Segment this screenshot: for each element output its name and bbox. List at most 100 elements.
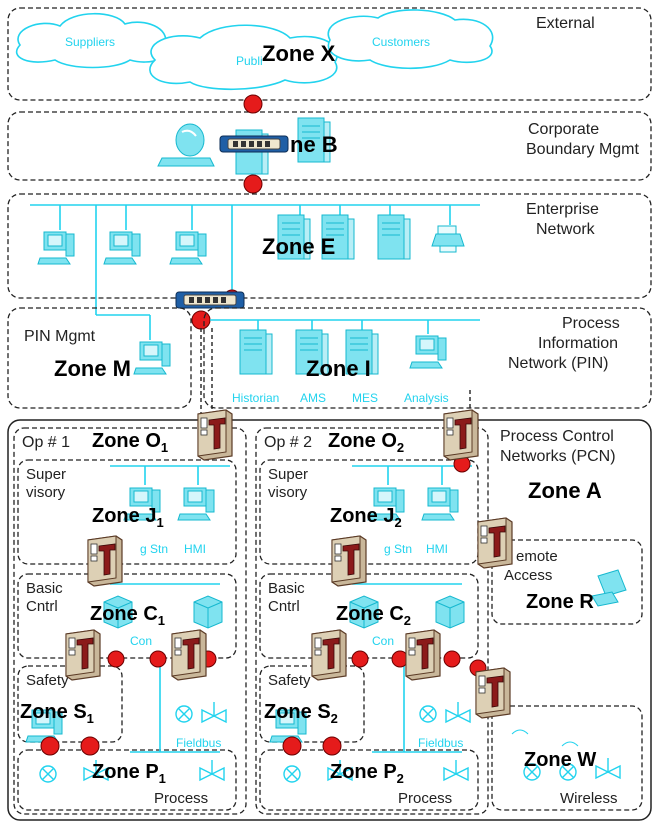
process1-zone-box bbox=[17, 749, 237, 811]
basic1-zone-box bbox=[17, 573, 237, 659]
zone-c1-label: Zone C1 bbox=[90, 603, 165, 628]
zone-i-label: Zone I bbox=[306, 356, 371, 381]
corporate-title-2: Boundary Mgmt bbox=[526, 141, 639, 158]
valve-icon bbox=[199, 759, 225, 781]
server-icon bbox=[377, 214, 411, 260]
wireless-title: Wireless bbox=[560, 790, 618, 807]
router-icon bbox=[219, 135, 289, 153]
op2-zone-box bbox=[255, 427, 489, 815]
cloud-icon bbox=[15, 9, 494, 91]
zone-j1-label: Zone J1 bbox=[92, 505, 164, 530]
workstation-icon bbox=[421, 487, 459, 521]
wireless-zone-box bbox=[491, 705, 643, 811]
controller-icon bbox=[435, 595, 465, 629]
zone-w-label: Zone W bbox=[524, 749, 596, 771]
basic2-title-1: Basic bbox=[268, 580, 305, 597]
pin-title-2: Information bbox=[538, 335, 618, 352]
conduit-icon bbox=[243, 174, 263, 194]
supervisory1-zone-box bbox=[17, 459, 237, 565]
supervisory2-zone-box bbox=[259, 459, 479, 565]
basic2-zone-box bbox=[259, 573, 479, 659]
zone-s2-label: Zone S2 bbox=[264, 701, 338, 726]
supervisory2-title-1: Super bbox=[268, 466, 308, 483]
controller-2-label: Con bbox=[372, 634, 394, 648]
conduit-icon bbox=[107, 650, 125, 668]
controller-1-label: Con bbox=[130, 634, 152, 648]
process2-title: Process bbox=[398, 790, 452, 807]
workstation-icon bbox=[157, 123, 215, 167]
fieldbus-1-label: Fieldbus bbox=[176, 736, 221, 750]
basic2-title-2: Cntrl bbox=[268, 598, 300, 615]
op2-title: Op # 2 bbox=[264, 434, 312, 451]
pcn-title-2: Networks (PCN) bbox=[500, 448, 616, 465]
zone-e-label: Zone E bbox=[262, 234, 335, 259]
enterprise-title-2: Network bbox=[536, 221, 596, 238]
controller-icon bbox=[193, 595, 223, 629]
conduit-icon bbox=[149, 650, 167, 668]
pin-title-3: Network (PIN) bbox=[508, 355, 608, 372]
firewall-icon bbox=[197, 409, 233, 461]
remote-title-1: emote bbox=[516, 548, 558, 565]
public-label: Publi bbox=[236, 54, 263, 68]
zone-j2-label: Zone J2 bbox=[330, 505, 402, 530]
eng-stn-1-label: g Stn bbox=[140, 542, 168, 556]
supervisory1-title-1: Super bbox=[26, 466, 66, 483]
conduit-icon bbox=[40, 736, 60, 756]
remote-title-2: Access bbox=[504, 567, 552, 584]
safety1-title: Safety bbox=[26, 672, 69, 689]
printer-icon bbox=[431, 225, 465, 253]
conduit-icon bbox=[191, 310, 211, 330]
server-icon bbox=[239, 329, 273, 375]
process2-zone-box bbox=[259, 749, 479, 811]
firewall-icon bbox=[331, 535, 367, 587]
valve-icon bbox=[595, 757, 621, 779]
hmi-1-label: HMI bbox=[184, 542, 206, 556]
firewall-icon bbox=[477, 517, 513, 569]
workstation-icon bbox=[169, 231, 207, 265]
firewall-icon bbox=[87, 535, 123, 587]
pcn-title-1: Process Control bbox=[500, 428, 614, 445]
pin-mgmt-title: PIN Mgmt bbox=[24, 328, 96, 345]
wireless-device-icon bbox=[511, 729, 579, 747]
historian-label: Historian bbox=[232, 391, 279, 405]
op1-zone-box bbox=[13, 427, 247, 815]
zone-r-label: Zone R bbox=[526, 591, 594, 613]
ams-label: AMS bbox=[300, 391, 326, 405]
process1-title: Process bbox=[154, 790, 208, 807]
zone-m-label: Zone M bbox=[54, 356, 131, 381]
eng-stn-2-label: g Stn bbox=[384, 542, 412, 556]
conduit-icon bbox=[243, 94, 263, 114]
zone-o2-label: Zone O2 bbox=[328, 430, 404, 455]
zone-a-label: Zone A bbox=[528, 478, 602, 503]
supervisory1-title-2: visory bbox=[26, 484, 66, 501]
firewall-icon bbox=[311, 629, 347, 681]
firewall-icon bbox=[443, 409, 479, 461]
pin-zone-box bbox=[203, 307, 652, 409]
sensor-icon bbox=[39, 765, 57, 783]
zone-c2-label: Zone C2 bbox=[336, 603, 411, 628]
workstation-icon bbox=[409, 335, 447, 369]
customers-label: Customers bbox=[372, 35, 430, 49]
workstation-icon bbox=[177, 487, 215, 521]
analysis-label: Analysis bbox=[404, 391, 449, 405]
corporate-title-1: Corporate bbox=[528, 121, 599, 138]
corporate-zone-box bbox=[7, 111, 652, 181]
conduit-icon bbox=[80, 736, 100, 756]
firewall-icon bbox=[405, 629, 441, 681]
pin-title-1: Process bbox=[562, 315, 620, 332]
conduit-icon bbox=[443, 650, 461, 668]
conduit-icon bbox=[282, 736, 302, 756]
workstation-icon bbox=[133, 341, 171, 375]
firewall-icon bbox=[65, 629, 101, 681]
conduit-icon bbox=[351, 650, 369, 668]
valve-icon bbox=[443, 759, 469, 781]
valve-icon bbox=[445, 701, 471, 723]
basic1-title-2: Cntrl bbox=[26, 598, 58, 615]
pin-mgmt-zone-box bbox=[7, 307, 192, 409]
sensor-icon bbox=[175, 705, 193, 723]
zone-p2-label: Zone P2 bbox=[330, 761, 404, 786]
zone-s1-label: Zone S1 bbox=[20, 701, 94, 726]
basic1-title-1: Basic bbox=[26, 580, 63, 597]
